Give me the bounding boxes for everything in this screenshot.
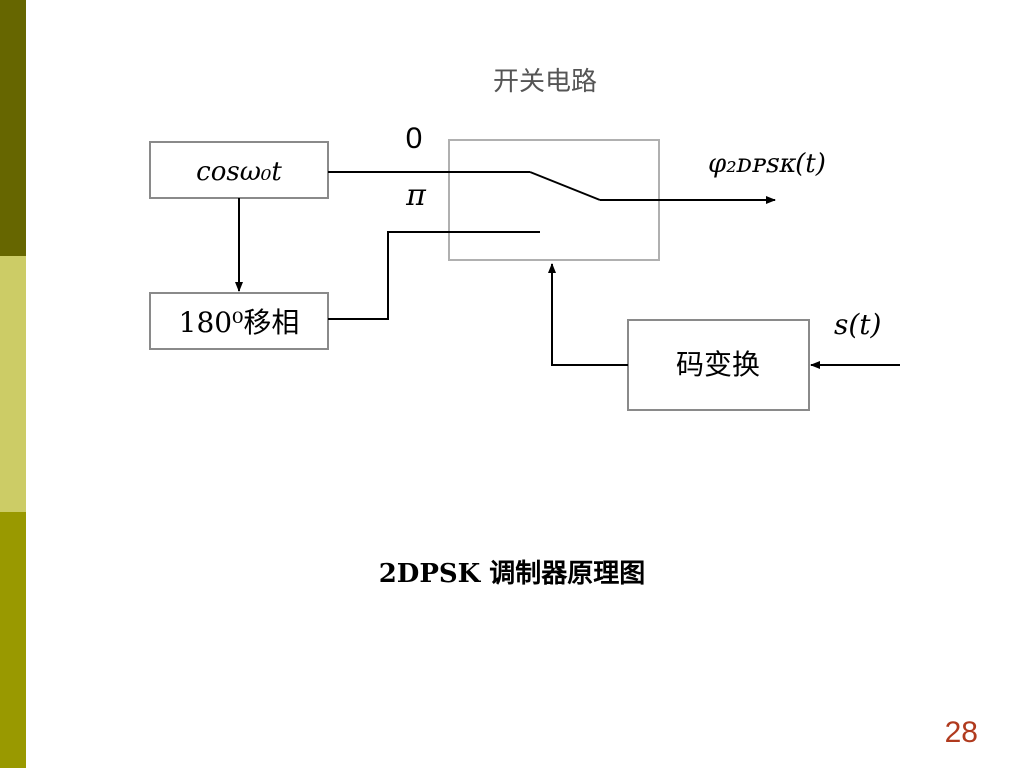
input-label: s(t) [834, 308, 881, 341]
output-label: φ₂ᴅᴘꜱᴋ(t) [708, 149, 826, 179]
control-arrow [548, 263, 628, 366]
carrier-box [149, 141, 329, 199]
phase-shift-label: 180⁰移相 [179, 306, 300, 339]
code-transform-label: 码变换 [676, 348, 760, 381]
code-transform-box [627, 319, 810, 411]
diagram-caption: 2DPSK 调制器原理图 [378, 559, 646, 589]
switch-arm [529, 171, 601, 201]
label-zero: 0 [406, 122, 423, 155]
phase-shift-box [149, 292, 329, 350]
carrier-label: cosω₀t [196, 157, 282, 187]
page-number: 28 [944, 716, 978, 749]
switch-circuit-title: 开关电路 [493, 67, 597, 97]
label-pi: π [405, 178, 427, 213]
sidebar-stripe-bottom [0, 512, 26, 768]
pi-phase-line [328, 231, 540, 320]
sidebar-stripe-middle [0, 256, 26, 512]
sidebar-stripe-top [0, 0, 26, 256]
